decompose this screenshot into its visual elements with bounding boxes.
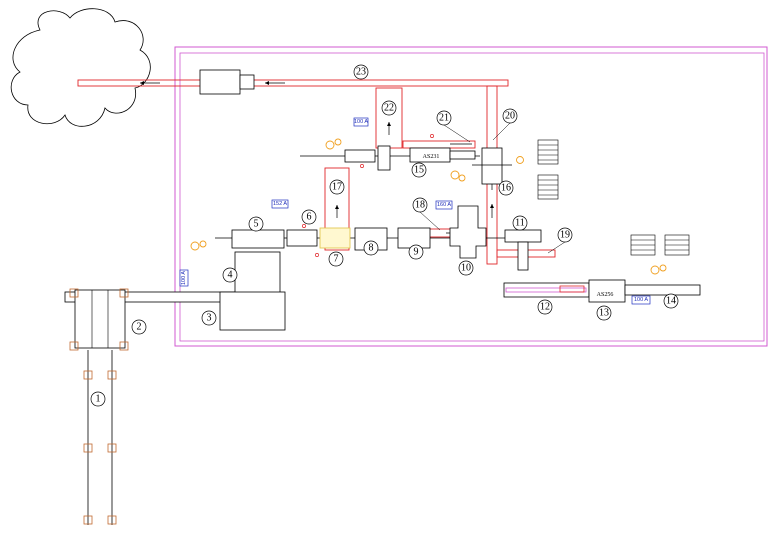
arrow-22-head <box>387 122 391 126</box>
ammeter-tag-left: 100 A <box>179 269 189 287</box>
plant-boundary-inner <box>179 52 765 342</box>
conveyor-12-stripe <box>505 287 587 293</box>
grate-upper <box>537 139 559 165</box>
label-as231: AS231 <box>423 154 440 160</box>
ammeter-tag-160: 160 A <box>435 200 453 210</box>
callout-1: 1 <box>90 391 106 407</box>
svg-text:10: 10 <box>461 263 471 274</box>
svg-text:11: 11 <box>515 218 525 229</box>
callout-23: 23 <box>353 64 369 80</box>
rail-1-supports <box>69 288 129 525</box>
callout-20: 20 <box>502 108 518 124</box>
machine-4 <box>234 251 281 295</box>
grate-lower <box>537 174 559 200</box>
label-as256: AS256 <box>597 292 614 298</box>
conveyor-17 <box>324 167 350 251</box>
callout-15: 15 <box>411 162 427 178</box>
machine-11-post <box>517 241 529 271</box>
callout-2: 2 <box>131 319 147 335</box>
machine-15-body <box>344 149 376 163</box>
conveyor-14 <box>624 284 701 296</box>
svg-text:100 A: 100 A <box>181 271 187 285</box>
callout-6: 6 <box>301 209 317 225</box>
svg-text:14: 14 <box>666 296 676 307</box>
callout-10: 10 <box>458 260 474 276</box>
conveyor-23-neck <box>239 74 255 90</box>
machine-16 <box>481 147 503 185</box>
machine-3 <box>219 291 286 331</box>
callout-19: 19 <box>557 227 573 243</box>
machine-10 <box>449 205 487 259</box>
svg-text:12: 12 <box>540 302 550 313</box>
callout-18: 18 <box>412 197 428 213</box>
machine-2 <box>74 289 126 349</box>
conveyor-21 <box>402 140 476 149</box>
callout-11: 11 <box>512 215 528 231</box>
machine-6 <box>286 229 318 247</box>
conveyor-23-head <box>199 69 241 95</box>
svg-text:3: 3 <box>207 313 212 324</box>
svg-text:15: 15 <box>414 165 424 176</box>
conveyor-23 <box>77 79 509 87</box>
grate-right-b <box>664 234 690 256</box>
svg-text:6: 6 <box>307 212 312 223</box>
svg-text:23: 23 <box>356 67 366 78</box>
svg-text:18: 18 <box>415 200 425 211</box>
ammeter-tag-top: 100 A <box>353 117 368 127</box>
svg-text:1: 1 <box>96 394 101 405</box>
machine-5 <box>231 229 285 249</box>
svg-text:19: 19 <box>560 230 570 241</box>
conveyor-12 <box>503 282 590 298</box>
machine-13 <box>588 279 626 303</box>
svg-text:21: 21 <box>439 113 449 124</box>
svg-text:13: 13 <box>599 308 609 319</box>
svg-text:152 A: 152 A <box>273 201 287 207</box>
svg-text:2: 2 <box>137 322 142 333</box>
svg-text:9: 9 <box>414 247 419 258</box>
conveyor-12-red <box>559 285 585 293</box>
svg-text:7: 7 <box>334 254 339 265</box>
svg-text:8: 8 <box>369 243 374 254</box>
cloud-shape <box>10 8 151 127</box>
machine-7-frame <box>319 227 351 249</box>
svg-text:22: 22 <box>384 103 394 114</box>
arrow-23-head <box>265 81 269 85</box>
arrow-20a-head <box>490 204 494 208</box>
grate-right-a <box>630 234 656 256</box>
callout-8: 8 <box>363 240 379 256</box>
callout-13: 13 <box>596 305 612 321</box>
svg-text:100 A: 100 A <box>354 119 368 125</box>
ammeter-tag-right: 100 A <box>631 295 651 305</box>
callout-17: 17 <box>329 179 345 195</box>
callout-21: 21 <box>436 110 452 126</box>
conveyor-22 <box>375 87 403 149</box>
leader-lines <box>419 122 566 254</box>
svg-text:100 A: 100 A <box>634 297 648 303</box>
callout-22: 22 <box>381 100 397 116</box>
callout-5: 5 <box>248 216 264 232</box>
arrow-17-head <box>335 205 339 209</box>
plant-boundary-outer <box>174 46 768 347</box>
svg-text:16: 16 <box>501 183 511 194</box>
machine-15-tail <box>449 150 476 160</box>
callout-4: 4 <box>222 267 238 283</box>
ammeter-tag-152: 152 A <box>271 199 289 209</box>
svg-text:20: 20 <box>505 111 515 122</box>
svg-text:160 A: 160 A <box>437 202 451 208</box>
svg-text:17: 17 <box>332 182 342 193</box>
machine-11 <box>504 229 542 243</box>
callout-3: 3 <box>201 310 217 326</box>
fan-icon <box>190 138 667 275</box>
arrow-23b-head <box>140 81 144 85</box>
svg-text:4: 4 <box>228 270 233 281</box>
svg-text:5: 5 <box>254 219 259 230</box>
sensor-dots <box>302 134 434 257</box>
callout-9: 9 <box>408 244 424 260</box>
callout-16: 16 <box>498 180 514 196</box>
callout-7: 7 <box>328 251 344 267</box>
machine-15-core <box>377 145 391 171</box>
callout-12: 12 <box>537 299 553 315</box>
callout-14: 14 <box>663 293 679 309</box>
